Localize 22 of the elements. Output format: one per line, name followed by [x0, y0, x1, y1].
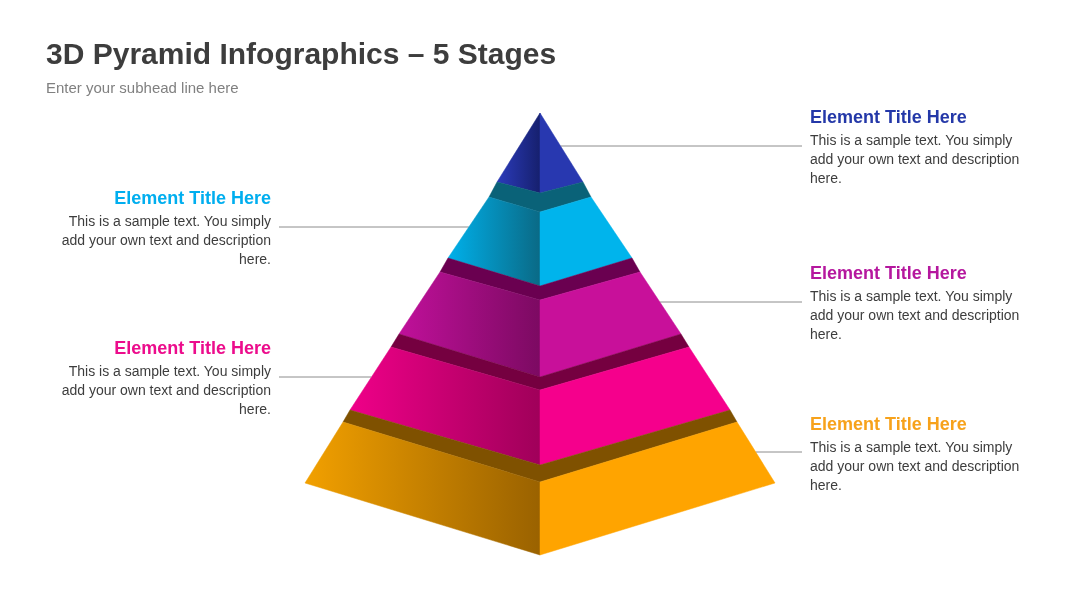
- element-title: Element Title Here: [810, 262, 968, 284]
- description-text: This is a sample text. You simply add your own text and description here.: [810, 131, 1021, 188]
- leader-line: [659, 301, 803, 303]
- leader-line: [278, 376, 372, 378]
- description-text: This is a sample text. You simply add your own text and description here.: [810, 438, 1021, 495]
- description-text: This is a sample text. You simply add your own text and description here.: [810, 287, 1021, 344]
- pyramid-tier: [497, 113, 583, 193]
- leader-line: [560, 145, 803, 147]
- leader-line: [278, 226, 470, 228]
- element-title: Element Title Here: [113, 187, 271, 209]
- pyramid-tier: [448, 182, 632, 286]
- description-text: This is a sample text. You simply add your own text and description here.: [60, 212, 271, 269]
- pyramid-tier: [305, 410, 775, 555]
- element-title: Element Title Here: [810, 106, 968, 128]
- page-title: 3D Pyramid Infographics – 5 Stages: [46, 36, 557, 72]
- element-title: Element Title Here: [113, 337, 271, 359]
- leader-line: [755, 451, 803, 453]
- pyramid-tier: [399, 258, 681, 377]
- element-title: Element Title Here: [810, 413, 968, 435]
- subtitle: Enter your subhead line here: [46, 78, 239, 97]
- pyramid-tier: [350, 334, 730, 465]
- description-text: This is a sample text. You simply add your own text and description here.: [60, 362, 271, 419]
